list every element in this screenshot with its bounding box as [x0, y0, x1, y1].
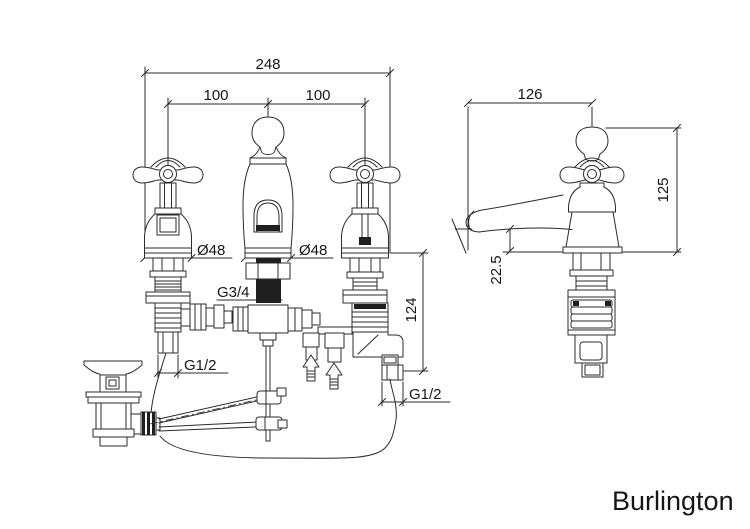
front-view: 248 100 100 Ø48 Ø48 G3/4 G1/2 124 G1/2 — [83, 56, 451, 459]
left-valve-unit — [132, 157, 233, 354]
outlet-elbow — [352, 331, 404, 358]
valve-outlet — [157, 331, 179, 354]
spout-body — [242, 163, 294, 249]
aerator — [256, 225, 280, 231]
label-right-valve-thread: G1/2 — [409, 386, 442, 403]
up-arrow-icon — [325, 362, 343, 390]
spout-unit — [232, 116, 353, 442]
side-dimension-lines — [451, 99, 682, 256]
pop-up-knob — [575, 126, 609, 162]
connection-curves — [150, 352, 397, 459]
dim-below-deck-depth: 124 — [403, 297, 420, 322]
handle-bell-base — [144, 213, 192, 249]
dim-right-hole-pitch: 100 — [305, 87, 330, 104]
up-arrow-icon — [302, 354, 320, 382]
label-spout-thread: G3/4 — [217, 284, 250, 301]
spout-profile — [465, 194, 573, 233]
linkage-clamp — [256, 390, 282, 405]
flow-arrows — [302, 354, 343, 390]
right-valve-unit — [329, 157, 404, 381]
side-under-deck-body — [567, 252, 616, 378]
dim-spout-base-diameter: Ø48 — [299, 242, 327, 259]
handle-bell-base — [568, 182, 616, 213]
side-spout-unit — [454, 126, 625, 378]
pop-up-linkage — [149, 387, 288, 432]
dim-spout-clearance: 22.5 — [488, 255, 505, 284]
dim-spout-projection: 126 — [517, 86, 542, 103]
pop-up-waste — [83, 360, 161, 447]
elbow-outlet — [381, 364, 404, 381]
brand-logo: Burlington — [612, 486, 734, 516]
pop-up-knob — [251, 116, 285, 155]
dim-overall-width: 248 — [255, 56, 280, 73]
manifold — [232, 304, 353, 347]
column-base — [565, 211, 620, 248]
dim-left-hole-pitch: 100 — [203, 87, 228, 104]
dim-overall-height: 125 — [655, 177, 672, 202]
side-compression-fitting — [180, 303, 233, 331]
dimension-tick-marks — [464, 99, 681, 256]
dim-handle-base-diameter: Ø48 — [197, 242, 225, 259]
waste-cap — [83, 360, 143, 376]
side-view: 126 125 22.5 — [451, 86, 682, 378]
spout-outlet-arch — [253, 199, 283, 233]
handle-stem — [356, 182, 374, 211]
inlet-tails — [302, 332, 345, 363]
label-left-valve-thread: G1/2 — [184, 357, 217, 374]
handle-stem — [159, 182, 177, 211]
